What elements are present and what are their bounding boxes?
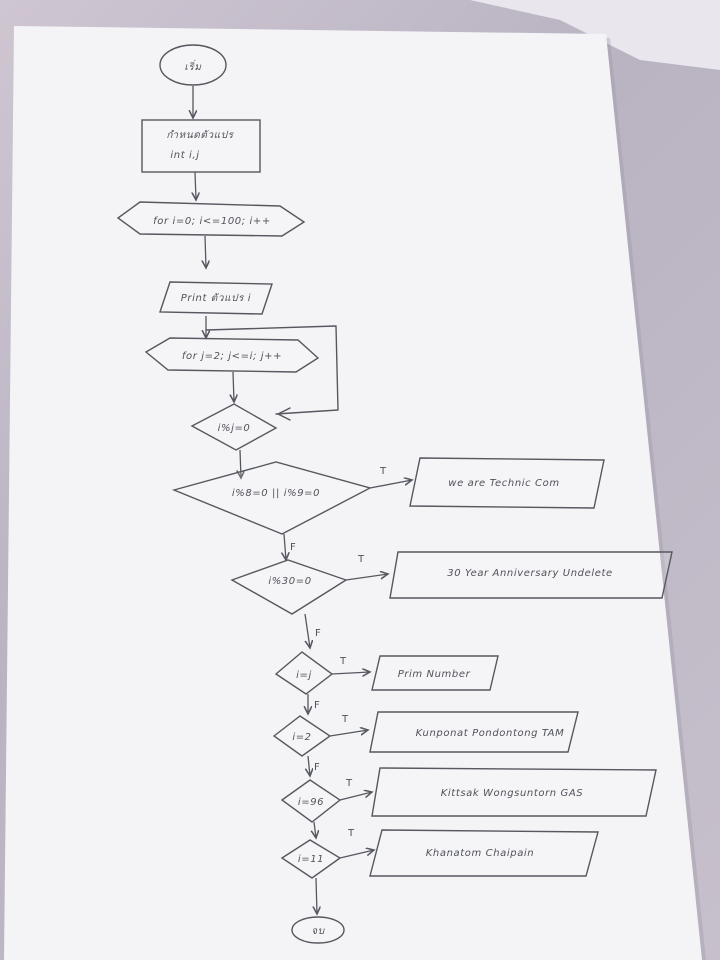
print-i-label: Print ตัวแปร i <box>181 293 251 304</box>
cond5-true-label: T <box>345 778 353 789</box>
declare-line-1: กำหนดตัวแปร <box>166 129 234 141</box>
arrow-cond1-true <box>369 480 412 489</box>
inner-loop-back-tick <box>277 407 291 421</box>
arrow-cond4-true <box>329 730 368 737</box>
start-terminal <box>159 44 227 86</box>
arrow-cond3-true <box>331 672 370 674</box>
cond4-false-label: F <box>314 762 320 773</box>
arrow-cond4-false <box>308 755 310 776</box>
cond5-label: i=96 <box>298 797 324 808</box>
cond6-label: i=11 <box>298 854 324 865</box>
declare-process <box>141 119 261 173</box>
cond2-output-label: 30 Year Anniversary Undelete <box>447 568 612 579</box>
cond5-output-io <box>371 767 657 817</box>
cond1-false-label: F <box>290 542 296 553</box>
cond1-output-io <box>409 457 605 509</box>
cond5-output-label: Kittsak Wongsuntorn GAS <box>441 788 584 799</box>
arrow-cond5-true <box>339 792 372 801</box>
arrow-cond2-true <box>345 574 388 581</box>
end-terminal <box>291 916 345 944</box>
arrow-cond6-true <box>339 850 374 859</box>
cond6-output-label: Khanatom Chaipain <box>426 848 534 859</box>
cond6-true-label: T <box>347 828 355 839</box>
start-label: เริ่ม <box>184 59 202 73</box>
arrow-cond6-end <box>316 877 317 914</box>
cond2-true-label: T <box>357 554 365 565</box>
arrow-cond1-false <box>284 533 286 560</box>
outer-loop-label: for i=0; i<=100; i++ <box>153 216 271 227</box>
cond4-output-io <box>369 711 579 753</box>
print-i-io <box>159 281 273 315</box>
arrow-declare-outerloop <box>195 171 196 200</box>
cond6-output-io <box>369 829 599 877</box>
cond3-output-label: Prim Number <box>398 669 471 680</box>
cond3-false-label: F <box>314 700 320 711</box>
inner-loop-label: for j=2; j<=i; j++ <box>182 351 282 362</box>
cond2-false-label: F <box>315 628 321 639</box>
arrow-cond5-false <box>314 821 316 838</box>
cond4-output-label: Kunponat Pondontong TAM <box>416 728 565 739</box>
outer-loop-hexagon <box>116 201 306 237</box>
cond2-output-io <box>389 551 673 599</box>
cond1-label: i%8=0 || i%9=0 <box>232 488 320 499</box>
cond3-label: i=j <box>296 670 312 681</box>
inner-loop-hexagon <box>144 337 320 373</box>
cond3-output-io <box>371 655 499 691</box>
arrow-cond2-false <box>304 613 310 648</box>
paper-sheet <box>4 26 702 960</box>
cond1-output-label: we are Technic Com <box>448 478 559 489</box>
arrow-innerloop-mod <box>233 371 234 402</box>
arrow-outerloop-print <box>205 235 206 268</box>
cond3-true-label: T <box>339 656 347 667</box>
inner-loop-back-line <box>205 325 339 415</box>
cond1-true-label: T <box>379 466 387 477</box>
arrow-mod-cond1 <box>240 449 241 478</box>
mod-check-label: i%j=0 <box>218 423 251 434</box>
end-label: จบ <box>311 926 325 937</box>
cond2-label: i%30=0 <box>268 576 311 587</box>
mod-check-diamond <box>190 403 278 451</box>
cond4-true-label: T <box>341 714 349 725</box>
cond4-label: i=2 <box>292 732 311 743</box>
declare-line-2: int i,j <box>170 150 199 161</box>
